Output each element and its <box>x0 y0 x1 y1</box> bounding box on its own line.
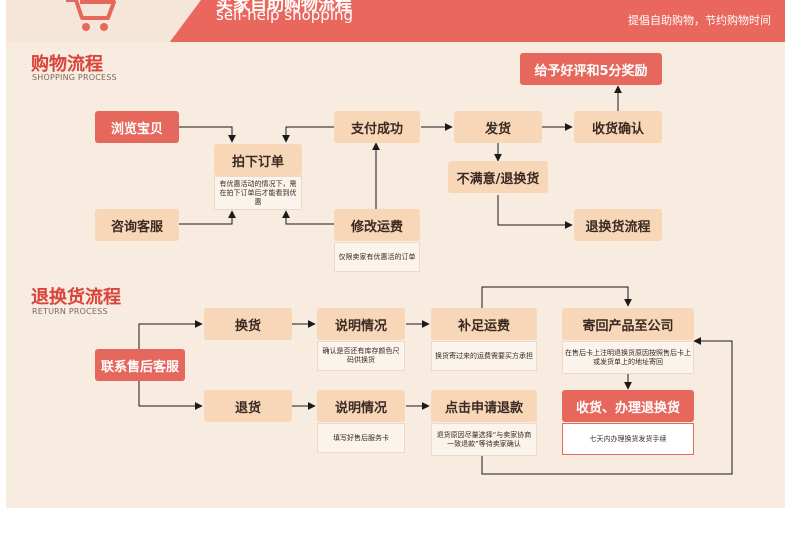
step-confirm-receipt: 收货确认 <box>574 111 662 143</box>
header-banner: 买家自助购物流程 self-help shopping 提倡自助购物，节约购物时… <box>6 0 785 42</box>
page-tagline: 提倡自助购物，节约购物时间 <box>628 14 771 27</box>
step-apply-refund-note: 退货原因尽量选择“与卖家协商一致退款”等待卖家确认 <box>431 423 537 456</box>
step-return-flow: 退换货流程 <box>574 209 662 241</box>
step-explain-exchange: 说明情况 <box>317 308 405 340</box>
step-send-back-note: 在售后卡上注明退换货原因按照售后卡上或发货单上的地址寄回 <box>562 341 694 374</box>
step-pay: 支付成功 <box>334 111 420 143</box>
step-consult: 咨询客服 <box>95 209 179 241</box>
step-exchange: 换货 <box>204 308 292 340</box>
page-subtitle: self-help shopping <box>216 6 354 24</box>
step-contact-service: 联系售后客服 <box>95 349 185 381</box>
step-unsatisfied: 不满意/退换货 <box>448 161 548 193</box>
return-section-title: 退换货流程 <box>31 287 121 308</box>
step-explain-refund: 说明情况 <box>317 390 405 422</box>
step-modify-shipping: 修改运费 <box>334 209 420 241</box>
step-good-review: 给予好评和5分奖励 <box>520 53 662 85</box>
step-refund: 退货 <box>204 390 292 422</box>
banner-logo-panel <box>6 0 201 42</box>
step-apply-refund: 点击申请退款 <box>431 390 537 422</box>
page-title: 买家自助购物流程 <box>216 0 352 15</box>
step-order: 拍下订单 <box>214 144 302 176</box>
shopping-cart-icon <box>66 0 116 31</box>
step-browse: 浏览宝贝 <box>95 111 179 143</box>
step-explain-exchange-note: 确认是否还有库存颜色尺码供换货 <box>317 341 405 371</box>
step-modify-note: 仅限卖家有优惠活的订单 <box>334 242 420 272</box>
step-send-back: 寄回产品至公司 <box>562 308 694 340</box>
step-handle-return-note: 七天内办理换货发货手续 <box>562 423 694 455</box>
return-section-subtitle: RETURN PROCESS <box>32 307 108 316</box>
connector-lines <box>138 85 733 475</box>
shopping-section-title: 购物流程 <box>31 54 103 75</box>
step-ship: 发货 <box>454 111 542 143</box>
step-shipping-fee-note: 换货寄过来的运费需要买方承担 <box>431 341 537 371</box>
step-explain-refund-note: 填写好售后服务卡 <box>317 423 405 453</box>
step-handle-return: 收货、办理退换货 <box>562 390 694 422</box>
flowchart-canvas: 买家自助购物流程 self-help shopping 提倡自助购物，节约购物时… <box>6 0 785 508</box>
step-order-note: 有优惠活动的情况下，需在拍下订单后才能看到优惠 <box>214 176 302 210</box>
step-shipping-fee: 补足运费 <box>431 308 537 340</box>
shopping-section-subtitle: SHOPPING PROCESS <box>32 73 117 82</box>
